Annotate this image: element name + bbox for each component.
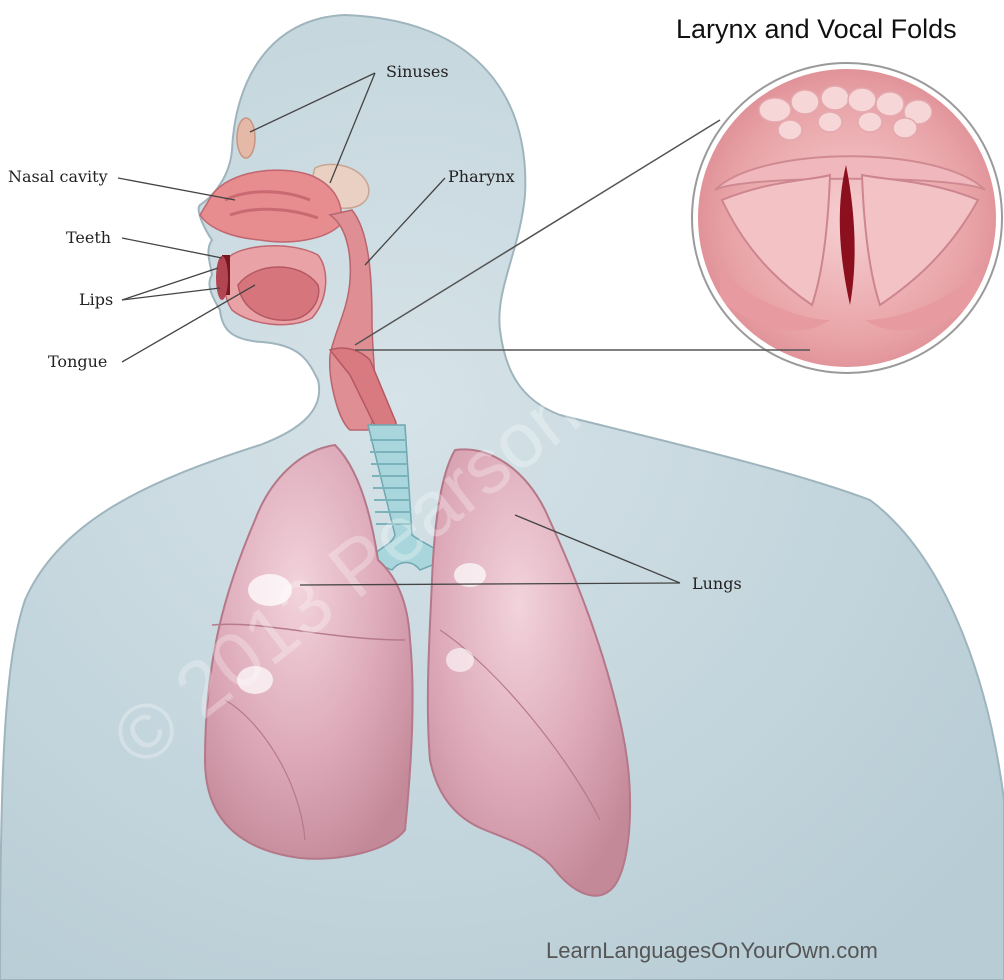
label-tongue: Tongue: [48, 352, 107, 371]
label-lungs: Lungs: [692, 574, 742, 593]
source-credit: LearnLanguagesOnYourOwn.com: [546, 938, 878, 964]
label-sinuses: Sinuses: [386, 62, 449, 81]
figure-title: Larynx and Vocal Folds: [676, 14, 957, 45]
frontal-sinus: [237, 118, 255, 158]
label-teeth: Teeth: [66, 228, 111, 247]
label-lips: Lips: [79, 290, 113, 309]
lips-shape: [216, 256, 228, 300]
label-pharynx: Pharynx: [448, 167, 515, 186]
label-nasal-cavity: Nasal cavity: [8, 167, 108, 186]
larynx-inset: [690, 60, 1004, 380]
